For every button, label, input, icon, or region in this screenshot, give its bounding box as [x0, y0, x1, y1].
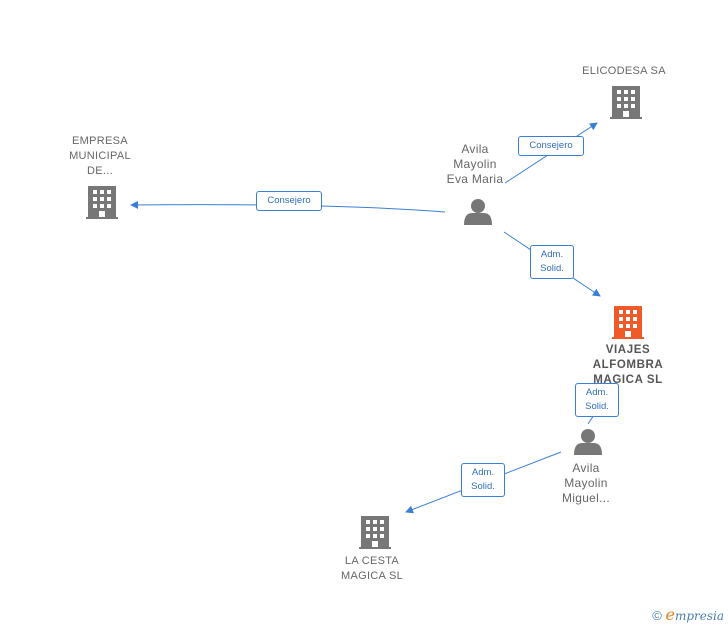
building-icon-highlighted — [612, 306, 644, 339]
edge-label-text: Adm. — [471, 467, 495, 478]
edge-label-eva-empresa[interactable]: Consejero — [256, 191, 322, 211]
person-icon — [464, 199, 492, 225]
edge-label-eva-viajes[interactable]: Adm. Solid. — [530, 245, 574, 279]
node-name-line: Mayolin — [453, 157, 497, 171]
node-name-line: Eva Maria — [446, 172, 504, 186]
edge-label-miguel-viajes[interactable]: Adm. Solid. — [575, 383, 619, 417]
brand-logo-rest: mpresia — [674, 609, 724, 623]
building-icon — [86, 186, 118, 219]
node-name-line: Miguel... — [561, 491, 611, 505]
node-label-la-cesta[interactable]: LA CESTA MAGICA SL — [322, 554, 422, 584]
edge-label-text: Adm. — [540, 249, 564, 260]
node-name-line: EMPRESA — [72, 135, 128, 147]
edge-label-text: Adm. — [585, 387, 609, 398]
node-name-line: VIAJES — [605, 344, 651, 356]
edge-label-text: Consejero — [529, 140, 573, 151]
node-name-line: ELICODESA SA — [582, 65, 666, 77]
node-name-line: Mayolin — [564, 476, 608, 490]
node-name-line: MAGICA SL — [341, 570, 403, 582]
node-name-line: DE... — [87, 165, 113, 177]
edge-label-eva-elicodesa[interactable]: Consejero — [518, 136, 584, 156]
node-name-line: ALFOMBRA — [592, 359, 664, 371]
node-label-viajes[interactable]: VIAJES ALFOMBRA MAGICA SL — [572, 343, 684, 388]
node-label-empresa-municipal[interactable]: EMPRESA MUNICIPAL DE... — [50, 134, 150, 179]
node-name-line: Avila — [572, 461, 600, 475]
brand-logo-first-letter: e — [665, 605, 675, 624]
node-name-line: Avila — [461, 142, 489, 156]
edge-label-text: Solid. — [540, 263, 564, 274]
person-icon — [574, 429, 602, 455]
node-label-elicodesa[interactable]: ELICODESA SA — [568, 64, 680, 79]
building-icon — [610, 86, 642, 119]
node-name-line: LA CESTA — [344, 555, 400, 567]
edge-label-text: Consejero — [267, 195, 311, 206]
copyright-icon: © — [652, 608, 662, 623]
copyright-brand[interactable]: © empresia — [652, 605, 724, 624]
node-label-avila-miguel[interactable]: Avila Mayolin Miguel... — [541, 461, 631, 506]
building-icon — [359, 516, 391, 549]
edge-label-text: Solid. — [471, 481, 495, 492]
edge-label-text: Solid. — [585, 401, 609, 412]
node-label-avila-eva[interactable]: Avila Mayolin Eva Maria — [430, 142, 520, 187]
node-name-line: MUNICIPAL — [69, 150, 131, 162]
edge-label-miguel-cesta[interactable]: Adm. Solid. — [461, 463, 505, 497]
